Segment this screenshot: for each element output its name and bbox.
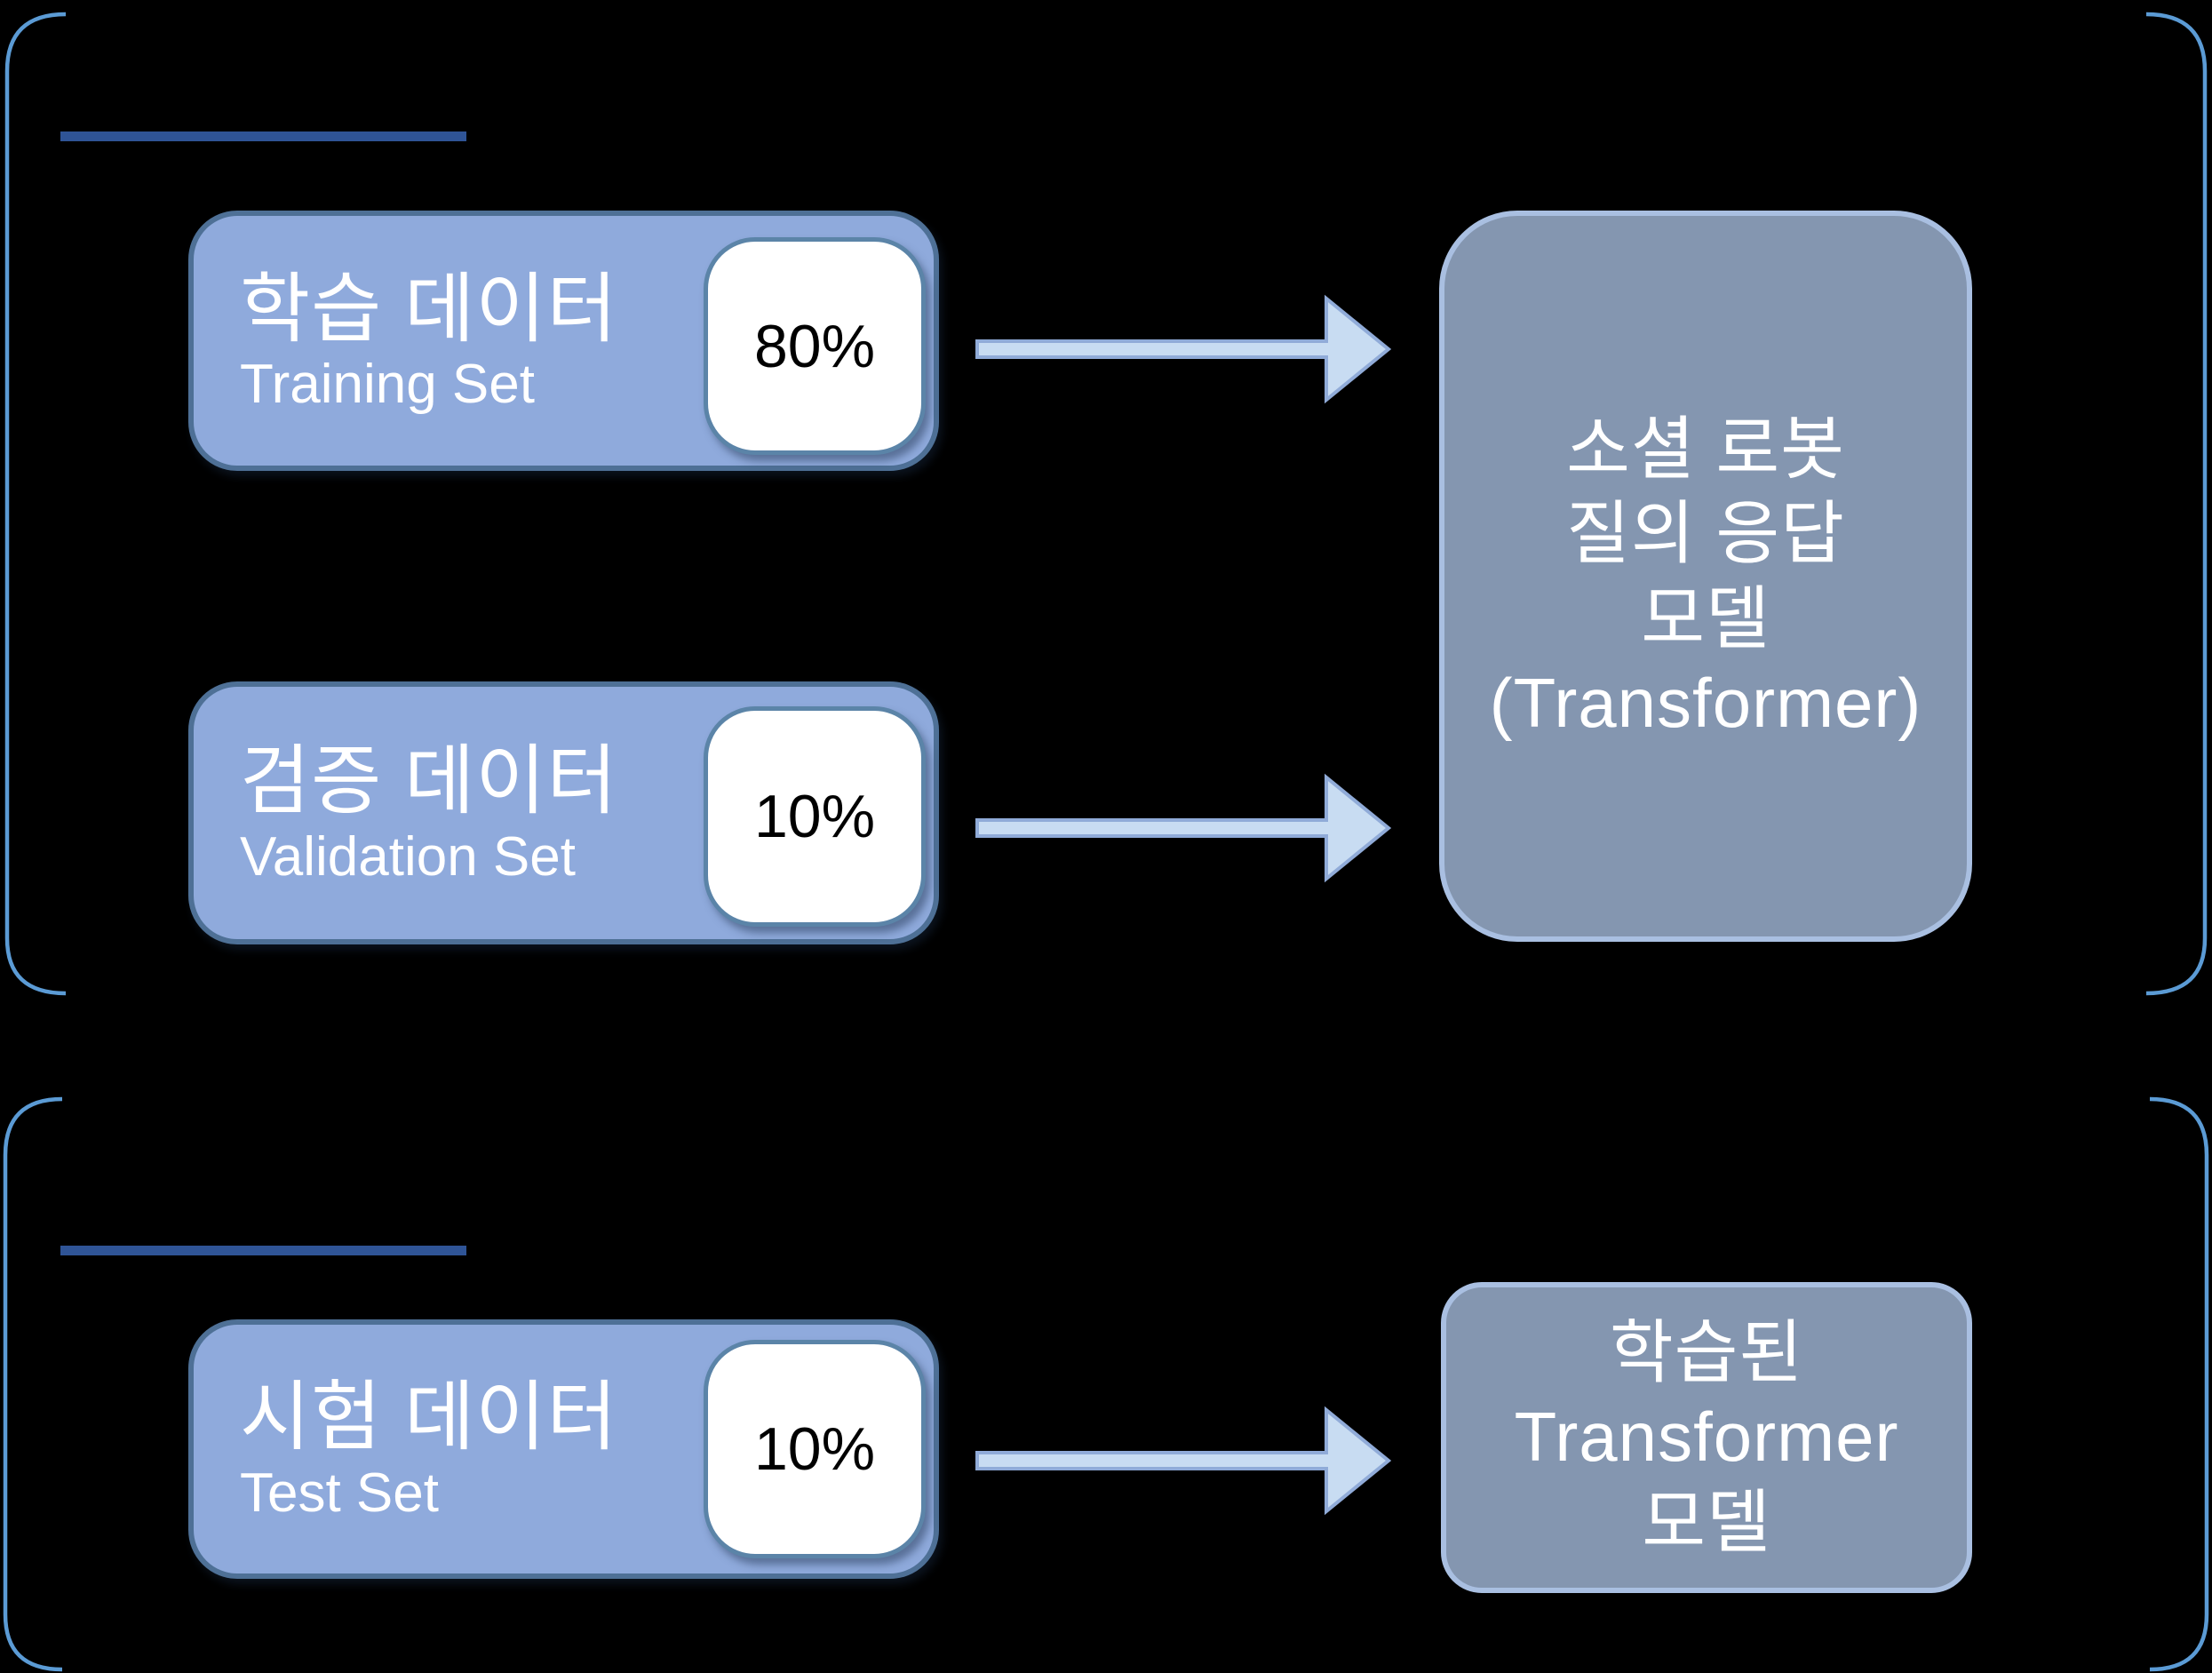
training-percent-label: 80% [753, 312, 876, 380]
validation-flow-arrow-icon [975, 773, 1392, 883]
test-percent-label: 10% [753, 1415, 876, 1483]
top-section-left-bracket [4, 12, 67, 996]
test-set-subtitle: Test Set [240, 1462, 439, 1524]
trained-model-line: Transformer [1514, 1398, 1899, 1477]
transformer-model-line: 질의 응답 [1566, 494, 1845, 573]
validation-set-title: 검증 데이터 [240, 738, 618, 825]
transformer-model-box: 소셜 로봇 질의 응답 모델 (Transformer) [1439, 211, 1972, 942]
training-set-title: 학습 데이터 [240, 266, 618, 352]
validation-percent-box: 10% [704, 706, 926, 927]
transformer-model-line: 소셜 로봇 [1566, 410, 1845, 489]
bottom-section-right-bracket [2149, 1096, 2209, 1672]
transformer-model-line: (Transformer) [1489, 663, 1922, 742]
bottom-section-left-bracket [3, 1096, 63, 1672]
test-flow-arrow-icon [975, 1406, 1392, 1516]
validation-percent-label: 10% [753, 783, 876, 850]
top-section-right-bracket [2145, 12, 2208, 996]
training-flow-arrow-icon [975, 294, 1392, 404]
test-percent-box: 10% [704, 1340, 926, 1558]
validation-set-subtitle: Validation Set [240, 825, 576, 888]
trained-model-line: 모델 [1642, 1482, 1771, 1561]
transformer-model-line: 모델 [1641, 578, 1770, 657]
bottom-section-divider-line [60, 1246, 466, 1255]
trained-model-line: 학습된 [1609, 1313, 1804, 1392]
training-set-subtitle: Training Set [240, 354, 535, 416]
test-set-title: 시험 데이터 [240, 1374, 618, 1461]
trained-transformer-model-box: 학습된 Transformer 모델 [1441, 1282, 1972, 1593]
training-percent-box: 80% [704, 237, 926, 455]
top-section-divider-line [60, 131, 466, 141]
